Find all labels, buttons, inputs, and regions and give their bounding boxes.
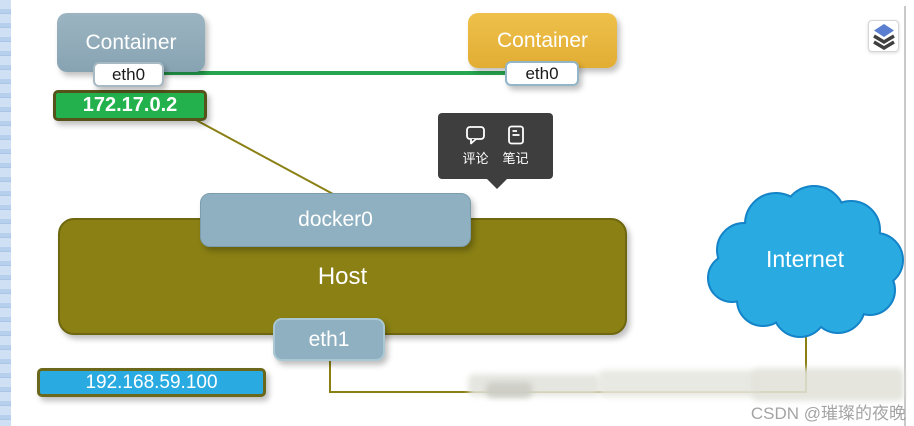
eth0-right-text: eth0 — [525, 63, 559, 83]
host-box: Host — [58, 218, 627, 335]
eth0-left-text: eth0 — [111, 64, 146, 84]
container-right-box: Container — [468, 13, 617, 68]
blurred-smudge — [752, 368, 904, 401]
eth1-text: eth1 — [308, 327, 350, 351]
ip-to-docker0-line — [195, 119, 334, 195]
container-left-eth0-label: eth0 — [93, 62, 164, 87]
docker0-label: docker0 — [298, 208, 373, 231]
host-ip-badge: 192.168.59.100 — [37, 368, 266, 397]
container-right-eth0-label: eth0 — [505, 61, 579, 86]
page-left-scroll-strip — [0, 0, 11, 426]
internet-cloud: Internet — [702, 180, 908, 338]
container-ip-badge: 172.17.0.2 — [53, 90, 207, 121]
csdn-watermark: CSDN @璀璨的夜晚 — [750, 404, 906, 423]
comment-button[interactable]: 评论 — [462, 125, 489, 167]
note-icon — [507, 125, 524, 145]
layers-button[interactable] — [868, 20, 899, 52]
container-right-label: Container — [496, 28, 589, 52]
host-ip-text: 192.168.59.100 — [85, 371, 218, 393]
annotation-toolbar: 评论 笔记 — [438, 113, 553, 189]
note-button[interactable]: 笔记 — [503, 125, 529, 167]
container-left-label: Container — [85, 30, 177, 54]
note-label: 笔记 — [502, 151, 529, 166]
layers-icon — [872, 23, 895, 50]
blurred-smudge — [598, 370, 758, 397]
host-eth1-label: eth1 — [273, 318, 385, 361]
cloud-icon — [707, 185, 904, 338]
comment-bubble-icon — [466, 126, 485, 145]
page-right-border — [904, 6, 906, 426]
docker0-bridge-box: docker0 — [200, 193, 471, 247]
host-label: Host — [317, 262, 368, 290]
blurred-smudge — [486, 382, 532, 398]
internet-label: Internet — [766, 246, 844, 272]
container-ip-text: 172.17.0.2 — [82, 94, 178, 116]
comment-label: 评论 — [462, 151, 489, 166]
